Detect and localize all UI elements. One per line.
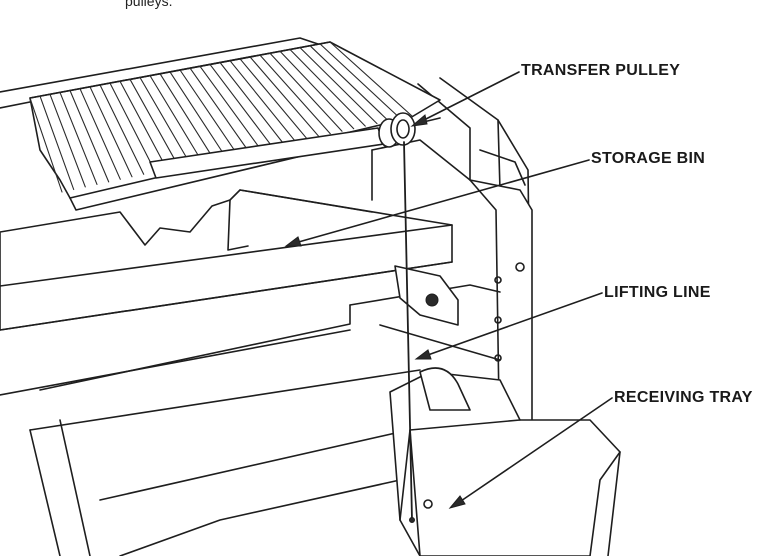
label-storage-bin: STORAGE BIN <box>591 150 706 167</box>
arrow-receiving-tray <box>448 495 466 509</box>
leader-arrows <box>284 71 613 509</box>
arrow-transfer-pulley <box>410 114 428 127</box>
ribbed-cover <box>29 41 441 211</box>
front-frame <box>0 329 421 556</box>
label-receiving-tray: RECEIVING TRAY <box>614 389 753 406</box>
arrow-lifting-line <box>414 349 432 360</box>
caption-fragment: pulleys. <box>125 0 173 9</box>
label-lifting-line: LIFTING LINE <box>604 284 711 301</box>
right-side-frame <box>371 77 533 471</box>
lifting-line-cord <box>403 141 415 523</box>
label-transfer-pulley: TRANSFER PULLEY <box>521 62 681 79</box>
arrow-storage-bin <box>284 236 302 247</box>
storage-bin <box>0 189 501 391</box>
receiving-tray <box>389 367 621 556</box>
pulley-shaft <box>149 112 441 179</box>
